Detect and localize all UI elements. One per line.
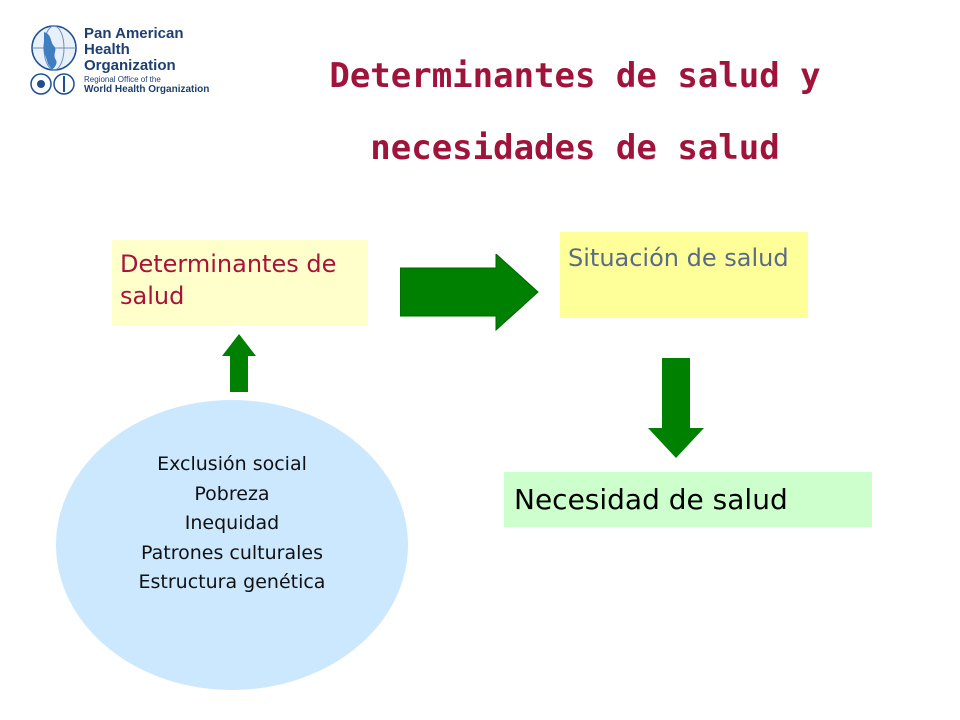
title-line-1: Determinantes de salud y — [329, 56, 821, 96]
factor-item: Patrones culturales — [141, 541, 323, 564]
necesidad-box: Necesidad de salud — [504, 472, 872, 527]
slide-title: Determinantes de salud y necesidades de … — [250, 40, 900, 184]
logo-line-2: Health — [84, 41, 130, 58]
factor-item: Pobreza — [194, 482, 270, 505]
title-line-2: necesidades de salud — [370, 128, 780, 168]
logo-org-name: World Health Organization — [84, 84, 210, 95]
factor-item: Exclusión social — [157, 453, 307, 475]
down-arrow-icon — [648, 358, 704, 458]
who-emblem-icon — [53, 73, 75, 95]
factors-list: Exclusión social Pobreza Inequidad Patro… — [56, 450, 408, 598]
logo-line-3: Organization — [84, 57, 176, 74]
logo-subtitle: Regional Office of the — [84, 75, 161, 84]
factor-item: Estructura genética — [138, 571, 326, 593]
factor-item: Inequidad — [184, 512, 280, 534]
determinantes-box: Determinantes de salud — [112, 240, 368, 326]
right-arrow-icon — [400, 254, 539, 332]
paho-logo: Pan American Health Organization Regiona… — [28, 24, 209, 98]
paho-emblem-icon — [30, 73, 52, 95]
logo-line-1: Pan American — [84, 25, 184, 42]
up-arrow-icon — [222, 334, 256, 392]
factors-ellipse — [56, 400, 408, 690]
globe-icon — [30, 25, 77, 95]
situacion-box: Situación de salud — [560, 232, 808, 318]
